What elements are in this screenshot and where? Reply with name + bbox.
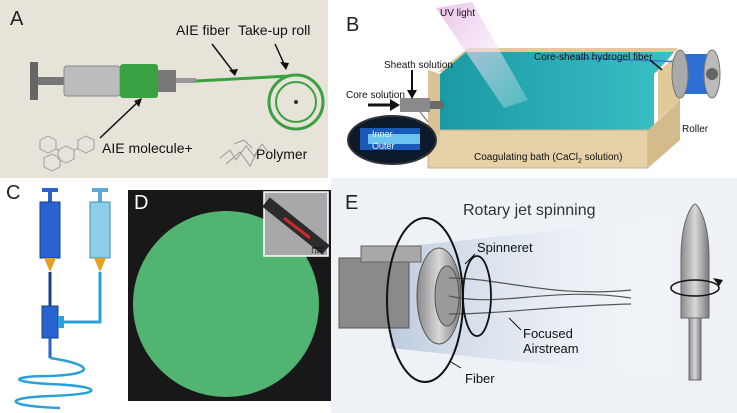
sheath-tube bbox=[60, 272, 102, 324]
panel-a-letter: A bbox=[10, 8, 24, 30]
inset-fiber-core bbox=[283, 216, 311, 240]
panel-e-letter: E bbox=[345, 192, 359, 214]
rotary-jet-spinning-title: Rotary jet spinning bbox=[463, 202, 596, 219]
sheath-arrowhead bbox=[407, 90, 417, 99]
panel-a-illustration bbox=[30, 43, 325, 172]
focused-airstream-leader bbox=[508, 317, 522, 331]
coagulating-bath-subscript: 2 bbox=[577, 158, 582, 165]
bath-side-wall bbox=[648, 100, 680, 168]
collector-shaft bbox=[688, 317, 702, 381]
fiber-stream-2 bbox=[448, 293, 632, 301]
panel-c-letter: C bbox=[6, 182, 21, 204]
focused-label: Focused bbox=[523, 326, 573, 341]
syringe-plunger-rod bbox=[38, 77, 66, 85]
polymer-icon bbox=[219, 139, 269, 167]
inset-inner-tube bbox=[368, 134, 420, 144]
spinneret-label: Spinneret bbox=[477, 240, 533, 255]
uv-light-beam bbox=[436, 2, 528, 108]
fiber-stream-3 bbox=[448, 303, 632, 315]
nozzle-body bbox=[400, 98, 430, 112]
roller-spool bbox=[680, 54, 712, 94]
coagulating-bath-prefix: Coagulating bath (CaCl bbox=[474, 152, 578, 163]
panel-d: D 1 μm bbox=[128, 190, 331, 401]
inset-scale-text: 1 μm bbox=[311, 249, 323, 255]
syringe-needle bbox=[176, 78, 196, 83]
take-up-roll-inner bbox=[275, 81, 317, 123]
panel-e-illustration bbox=[338, 203, 723, 383]
polymer-label: Polymer bbox=[256, 146, 308, 162]
nozzle-tip bbox=[430, 101, 444, 109]
fiber-leader bbox=[450, 361, 462, 369]
uv-light-label: UV light bbox=[440, 8, 476, 19]
left-syringe-tip bbox=[44, 258, 56, 272]
coagulating-bath-suffix: solution) bbox=[581, 152, 623, 163]
spinneret-leader bbox=[464, 253, 476, 265]
aie-molecule-arrowhead bbox=[134, 98, 142, 107]
coaxial-nozzle bbox=[41, 305, 59, 339]
inset-pointer bbox=[419, 111, 429, 123]
panel-d-illustration bbox=[133, 191, 330, 397]
inset-inner-label: Inner bbox=[372, 129, 393, 139]
coaxial-nozzle-side bbox=[58, 316, 64, 328]
rotation-arrowhead bbox=[713, 278, 723, 286]
syringe-barrel bbox=[63, 65, 121, 97]
motor-housing bbox=[338, 257, 410, 329]
panel-c-illustration bbox=[14, 188, 111, 410]
core-sheath-fiber-label: Core-sheath hydrogel fiber bbox=[534, 52, 653, 63]
aie-molecule-icon bbox=[39, 135, 95, 172]
panel-c: C bbox=[0, 178, 128, 413]
aie-fiber-label: AIE fiber bbox=[176, 22, 230, 38]
roller-hub bbox=[706, 68, 718, 80]
core-arrowhead bbox=[390, 99, 400, 111]
aie-fiber-arrowhead bbox=[229, 69, 238, 76]
panel-b: B UV light Sheath solution Core solution… bbox=[328, 0, 737, 178]
left-syringe-plunger bbox=[42, 188, 58, 192]
spinneret-face bbox=[434, 265, 460, 327]
right-syringe-rod bbox=[98, 192, 102, 202]
take-up-roll-outer bbox=[267, 73, 325, 131]
sheath-solution-label: Sheath solution bbox=[384, 60, 453, 71]
rotation-arrow bbox=[670, 279, 720, 297]
roller-label: Roller bbox=[682, 124, 709, 135]
fiber-to-roller bbox=[577, 57, 685, 63]
fiber-label: Fiber bbox=[465, 371, 495, 386]
take-up-roll-arrowhead bbox=[280, 62, 289, 70]
aie-fiber-line bbox=[195, 74, 291, 83]
left-syringe-barrel bbox=[39, 201, 61, 259]
fiber-arrow bbox=[649, 59, 663, 71]
syringe-hub bbox=[158, 70, 176, 92]
take-up-roll-arrow bbox=[274, 43, 286, 67]
panel-b-letter: B bbox=[346, 14, 360, 36]
panel-d-letter: D bbox=[134, 192, 149, 214]
right-syringe-barrel bbox=[89, 201, 111, 259]
panel-a: A AIE fiber Take-up roll AIE molecule+ P… bbox=[0, 0, 328, 178]
take-up-roll-center bbox=[294, 100, 298, 104]
inset-outer-label: Outer bbox=[372, 141, 395, 151]
right-syringe-tip bbox=[94, 258, 106, 272]
take-up-roll-label: Take-up roll bbox=[238, 22, 311, 38]
airstream-cone bbox=[391, 218, 671, 378]
coagulating-bath-label: Coagulating bath (CaCl2 solution) bbox=[474, 152, 622, 165]
small-ring bbox=[462, 255, 492, 337]
fiber-stream-1 bbox=[448, 277, 632, 293]
syringe-green-band bbox=[120, 64, 158, 98]
fiber-coil bbox=[14, 356, 93, 410]
syringe-plunger-handle bbox=[30, 62, 38, 100]
left-syringe-rod bbox=[48, 192, 52, 202]
right-syringe-plunger bbox=[92, 188, 108, 192]
roller-flange-left bbox=[671, 49, 689, 99]
aie-molecule-label: AIE molecule+ bbox=[102, 140, 193, 156]
aie-fiber-arrow bbox=[211, 43, 236, 75]
green-fiber-disc bbox=[133, 211, 319, 397]
panel-e: E Rotary jet spinning Spinneret Focused … bbox=[331, 178, 737, 413]
collector-mandrel bbox=[680, 203, 710, 319]
panel-b-illustration bbox=[347, 2, 721, 169]
core-solution-label: Core solution bbox=[346, 90, 405, 101]
airstream-label: Airstream bbox=[523, 341, 579, 356]
aie-molecule-arrow bbox=[99, 99, 141, 139]
